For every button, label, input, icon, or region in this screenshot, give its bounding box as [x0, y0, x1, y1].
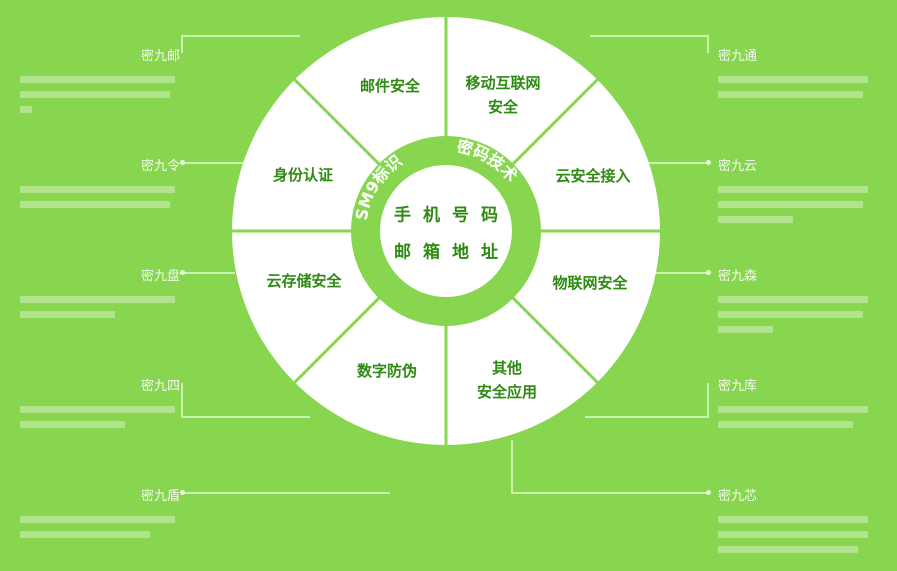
connector-dot-icon — [706, 270, 711, 275]
item-title: 密九令 — [140, 159, 180, 174]
left-item-mijiu-mail: 密九邮 — [20, 45, 180, 121]
item-title: 密九四 — [140, 379, 180, 394]
connector-dot-icon — [706, 160, 711, 165]
segment-email-security[interactable]: 邮件安全 — [359, 77, 421, 95]
item-title: 密九云 — [718, 159, 758, 174]
right-item-mijiu-forest: 密九森 — [718, 265, 878, 341]
item-title: 密九邮 — [140, 49, 180, 64]
segment-mobile-internet-security[interactable]: 移动互联网 安全 — [465, 74, 541, 116]
item-title: 密九盾 — [140, 489, 180, 504]
left-item-mijiu-token: 密九令 — [20, 155, 180, 216]
segment-identity-auth[interactable]: 身份认证 — [272, 166, 334, 184]
connector-dot-icon — [180, 490, 185, 495]
center-text-email: 邮箱地址 — [394, 242, 510, 263]
segment-cloud-access[interactable]: 云安全接入 — [555, 167, 631, 185]
right-item-mijiu-cloud: 密九云 — [718, 155, 878, 231]
item-title: 密九盘 — [140, 269, 180, 284]
left-item-mijiu-shield: 密九盾 — [20, 485, 180, 546]
segment-cloud-storage-security[interactable]: 云存储安全 — [266, 272, 342, 290]
connector-dot-icon — [180, 160, 185, 165]
segment-digital-anticounterfeit[interactable]: 数字防伪 — [356, 362, 418, 380]
right-item-mijiu-chip: 密九芯 — [718, 485, 878, 561]
center-text-phone: 手机号码 — [394, 205, 510, 226]
item-title: 密九库 — [718, 379, 758, 394]
left-item-mijiu-disk: 密九盘 — [20, 265, 180, 326]
item-title: 密九通 — [718, 49, 758, 64]
connector-dot-icon — [180, 270, 185, 275]
segment-iot-security[interactable]: 物联网安全 — [552, 274, 628, 292]
left-item-mijiu-four: 密九四 — [20, 375, 180, 436]
item-title: 密九森 — [718, 269, 758, 284]
segment-other-security-apps[interactable]: 其他 安全应用 — [476, 359, 538, 401]
center-disk — [380, 165, 512, 297]
item-title: 密九芯 — [718, 489, 758, 504]
connector-dot-icon — [706, 490, 711, 495]
connector-lines — [181, 35, 709, 494]
right-item-mijiu-connect: 密九通 — [718, 45, 878, 106]
right-item-mijiu-library: 密九库 — [718, 375, 878, 436]
